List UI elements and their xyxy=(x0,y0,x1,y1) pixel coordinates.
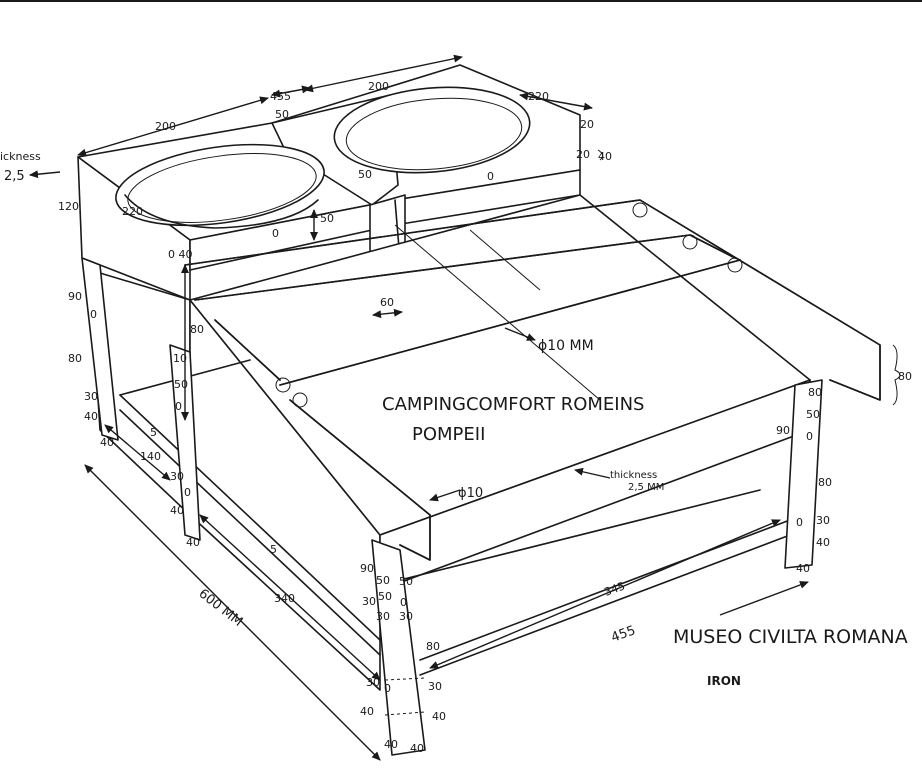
dim-120: 120 xyxy=(58,200,79,213)
dim-200-right: 200 xyxy=(368,80,389,93)
dim-80-rod: 80 xyxy=(898,370,912,383)
dim-455-top: 455 xyxy=(270,90,291,103)
left-ring-hole xyxy=(115,143,325,229)
thickness-label: ickness xyxy=(0,150,41,163)
dim-40-backright: 40 xyxy=(816,536,830,549)
thickness-center-label: thickness xyxy=(610,470,657,481)
dim-345: 345 xyxy=(603,579,627,598)
dim-220-right: 220 xyxy=(528,90,549,103)
dim-30-fr-b: 30 xyxy=(376,610,390,623)
dim-50-fr-c: 50 xyxy=(378,590,392,603)
dim-50-backright: 50 xyxy=(806,408,820,421)
thickness-value: 2,5 xyxy=(4,169,25,184)
dim-40-fr-a: 40 xyxy=(360,705,374,718)
dim-220-left: 220 xyxy=(122,205,143,218)
dim-40-frontleft: 40 xyxy=(170,504,184,517)
dim-0-frontleft: 0 xyxy=(175,400,182,413)
dim-40-backleft: 40 xyxy=(84,410,98,423)
dim-40-backright-2: 40 xyxy=(796,562,810,575)
dim-0-right: 0 xyxy=(487,170,494,183)
dim-0-backright: 0 xyxy=(806,430,813,443)
dim-455-bottom: 455 xyxy=(609,623,637,646)
dim-0-40: 0 40 xyxy=(168,248,193,261)
museum-label: MUSEO CIVILTA ROMANA xyxy=(673,626,908,648)
title-line-2: POMPEII xyxy=(412,424,485,445)
dim-80-fr: 80 xyxy=(426,640,440,653)
dim-30-fr-e: 30 xyxy=(428,680,442,693)
dim-0-left: 0 xyxy=(272,227,279,240)
dim-5-b: 5 xyxy=(270,543,277,556)
dim-80-backleft: 80 xyxy=(68,352,82,365)
dim-5-a: 5 xyxy=(150,426,157,439)
leg-front-right xyxy=(371,539,426,756)
dim-30-frontleft: 30 xyxy=(170,470,184,483)
dim-140: 140 xyxy=(140,450,161,463)
dim-50-fr-b: 50 xyxy=(399,575,413,588)
dim-40-right: 40 xyxy=(598,150,612,163)
dim-40-backleft-2: 40 xyxy=(100,436,114,449)
dim-0-fr: 0 xyxy=(400,596,407,609)
title-line-1: CAMPINGCOMFORT ROMEINS xyxy=(382,394,644,415)
dim-30-fr-c: 30 xyxy=(399,610,413,623)
dim-50-mid: 50 xyxy=(358,168,372,181)
dim-40-fr-d: 40 xyxy=(410,742,424,755)
dim-80-backright-2: 80 xyxy=(818,476,832,489)
dimension-lines xyxy=(29,54,901,761)
dim-20-b: 20 xyxy=(576,148,590,161)
dim-50-fr-a: 50 xyxy=(376,574,390,587)
dim-30-fr-a: 30 xyxy=(362,595,376,608)
dim-30-fr-d: 30 xyxy=(366,676,380,689)
dim-50-low: 50 xyxy=(320,212,334,225)
dim-90-backleft: 90 xyxy=(68,290,82,303)
dim-40-frontleft-2: 40 xyxy=(186,536,200,549)
dim-50-frontleft: 50 xyxy=(174,378,188,391)
dimension-numbers: 200 455 50 200 220 20 20 40 120 220 50 5… xyxy=(58,80,912,755)
thickness-center-value: 2,5 MM xyxy=(628,482,664,493)
rod-diameter-label-2: ϕ10 xyxy=(458,486,483,501)
dim-60: 60 xyxy=(380,296,394,309)
dim-30-backleft: 30 xyxy=(84,390,98,403)
dim-0-frontleft-2: 0 xyxy=(184,486,191,499)
legs xyxy=(81,257,823,756)
dim-340: 340 xyxy=(274,592,295,605)
dim-80-backright: 80 xyxy=(808,386,822,399)
leg-back-right xyxy=(784,379,823,569)
dim-30-backright: 30 xyxy=(816,514,830,527)
dim-0-fr-b: 0 xyxy=(384,682,391,695)
dim-10: 10 xyxy=(173,352,187,365)
rod-diameter-label: ϕ10 MM xyxy=(538,338,594,354)
dim-80-left: 80 xyxy=(190,323,204,336)
dim-90-backright: 90 xyxy=(776,424,790,437)
length-label: 600 MM xyxy=(196,586,246,629)
dim-200-left: 200 xyxy=(155,120,176,133)
dim-40-fr-b: 40 xyxy=(432,710,446,723)
dim-0-backright-2: 0 xyxy=(796,516,803,529)
material-label: IRON xyxy=(707,674,741,688)
dim-0-backleft: 0 xyxy=(90,308,97,321)
dim-40-fr-c: 40 xyxy=(384,738,398,751)
dim-90-frontright: 90 xyxy=(360,562,374,575)
dim-50-top: 50 xyxy=(275,108,289,121)
dim-20-a: 20 xyxy=(580,118,594,131)
